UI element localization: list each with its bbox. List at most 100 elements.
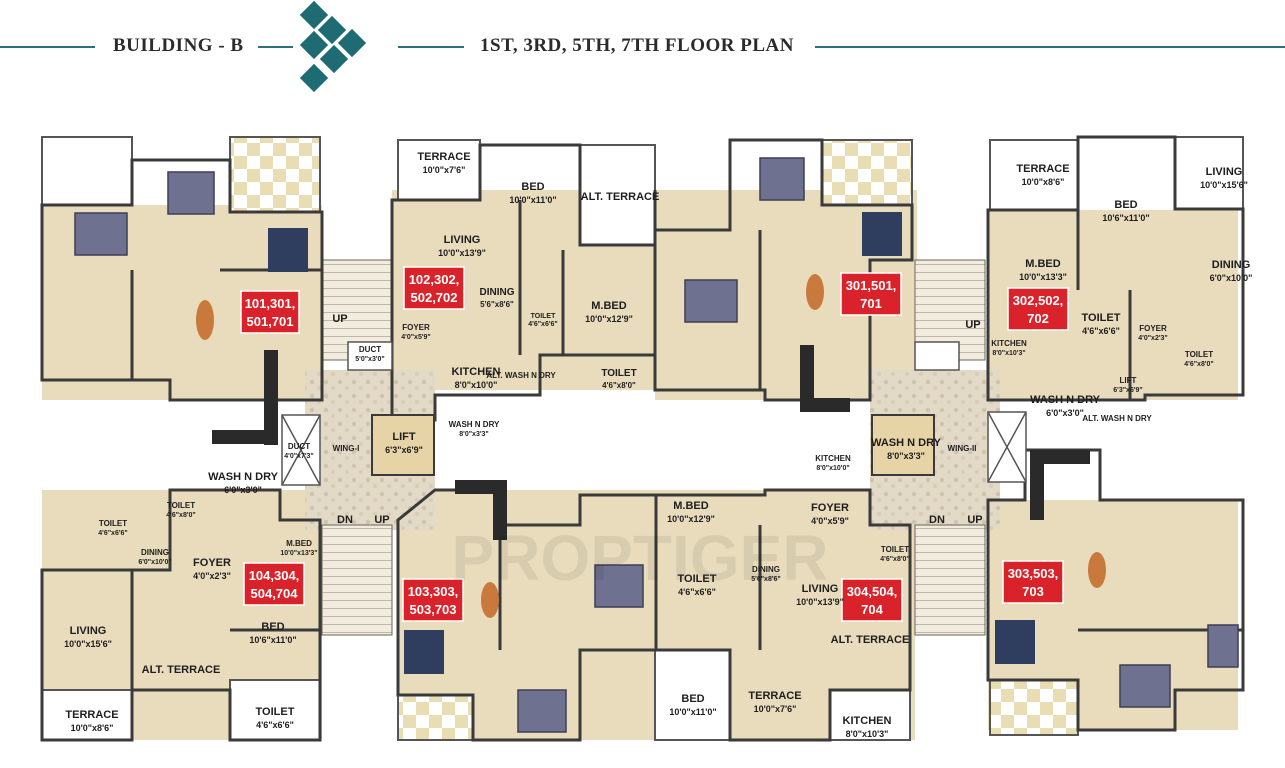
unit-badge-line1: 303,503,: [1008, 566, 1059, 581]
room-size: 8'0"x3'3": [887, 451, 925, 461]
room-size: 4'6"x6'6": [678, 587, 716, 597]
header-rule-right: [815, 46, 1285, 48]
room-name: TOILET: [167, 501, 195, 510]
unit-badge-line1: 102,302,: [409, 272, 460, 287]
room-name: DUCT: [359, 345, 381, 354]
room-size: 4'0"x5'9": [811, 516, 849, 526]
room-name: TOILET: [531, 313, 556, 320]
room-name: M.BED: [1025, 258, 1061, 270]
svg-text:704: 704: [861, 602, 883, 617]
svg-text:703: 703: [1022, 584, 1044, 599]
room-name: M.BED: [591, 300, 627, 312]
room-size: 10'0"x13'3": [1019, 272, 1067, 282]
room-size: 4'6"x8'0": [1184, 361, 1213, 368]
svg-text:101,301,: 101,301,: [245, 296, 296, 311]
room-size: 10'0"x11'0": [669, 707, 716, 717]
room-name: FOYER: [811, 502, 849, 514]
core-labels: UP UP DN UP DN UP WING-I WING-II PROPTIG…: [332, 313, 982, 594]
room-size: 10'0"x13'3": [280, 550, 317, 557]
room-size: 10'0"x13'9": [796, 597, 844, 607]
room-name: TOILET: [881, 545, 909, 554]
room-label: ALT. TERRACE: [831, 634, 910, 646]
header-rule-mid-right: [398, 46, 464, 48]
svg-text:502,702: 502,702: [411, 290, 458, 305]
svg-text:702: 702: [1027, 311, 1049, 326]
unit-badge-line2: 702: [1027, 311, 1049, 326]
unit-badge-u5: 104,304, 504,704: [243, 562, 305, 606]
room-label: KITCHEN 8'0"x10'0": [452, 366, 501, 390]
sofas: [268, 212, 1035, 674]
room-name: KITCHEN: [991, 339, 1027, 348]
svg-text:503,703: 503,703: [410, 602, 457, 617]
room-name: BED: [681, 693, 704, 705]
staircases: [321, 259, 986, 636]
logo-diamonds: [299, 0, 367, 93]
svg-text:102,302,: 102,302,: [409, 272, 460, 287]
room-name: ALT. TERRACE: [142, 664, 221, 676]
room-size: 10'0"x12'9": [585, 314, 633, 324]
unit-badge-line1: 104,304,: [249, 568, 300, 583]
room-name: TOILET: [99, 519, 127, 528]
room-name: KITCHEN: [452, 366, 501, 378]
room-size: 10'0"x8'6": [71, 723, 114, 733]
floor-plan-title: 1ST, 3RD, 5TH, 7TH FLOOR PLAN: [480, 35, 794, 56]
room-name: M.BED: [286, 539, 312, 548]
room-name: FOYER: [193, 557, 231, 569]
room-size: 10'0"x7'6": [754, 704, 797, 714]
unit-badge-line2: 704: [861, 602, 883, 617]
room-size: 10'0"x13'9": [438, 248, 486, 258]
unit-badge-line2: 703: [1022, 584, 1044, 599]
unit-badge-line1: 103,303,: [408, 584, 459, 599]
unit-badges: 101,301, 501,701 102,302, 502,702 301,50…: [240, 266, 1069, 622]
room-size: 6'0"x3'0": [1046, 408, 1084, 418]
unit-badge-line1: 304,504,: [847, 584, 898, 599]
room-name: KITCHEN: [843, 715, 892, 727]
room-size: 8'0"x10'0": [455, 380, 498, 390]
stair-up-label: UP: [967, 514, 982, 526]
stair-down-label: DN: [337, 514, 353, 526]
room-size: 6'3"x6'9": [1113, 387, 1142, 394]
room-name: DINING: [141, 548, 169, 557]
room-name: TERRACE: [65, 709, 118, 721]
terraces: [41, 136, 1244, 741]
checker-balconies: [229, 136, 1079, 741]
svg-text:501,701: 501,701: [247, 314, 294, 329]
room-size: 5'6"x8'6": [751, 576, 780, 583]
room-name: TERRACE: [1016, 163, 1069, 175]
room-name: WASH N DRY: [208, 471, 279, 483]
room-size: 10'0"x7'6": [423, 165, 466, 175]
room-name: BED: [521, 181, 544, 193]
room-size: 10'0"x15'6": [64, 639, 112, 649]
lift-right: [871, 414, 935, 476]
room-size: 10'0"x12'9": [667, 514, 715, 524]
unit-badge-line2: 501,701: [247, 314, 294, 329]
room-name: TOILET: [1082, 312, 1121, 324]
room-name: LIVING: [444, 234, 481, 246]
room-size: 4'0"x5'9": [401, 334, 430, 341]
wing-label: WING-I: [333, 444, 360, 453]
unit-badge-u7: 304,504, 704: [841, 578, 903, 622]
room-size: 10'6"x11'0": [249, 635, 296, 645]
unit-badge-line2: 502,702: [411, 290, 458, 305]
room-label: ALT. TERRACE: [581, 191, 660, 203]
